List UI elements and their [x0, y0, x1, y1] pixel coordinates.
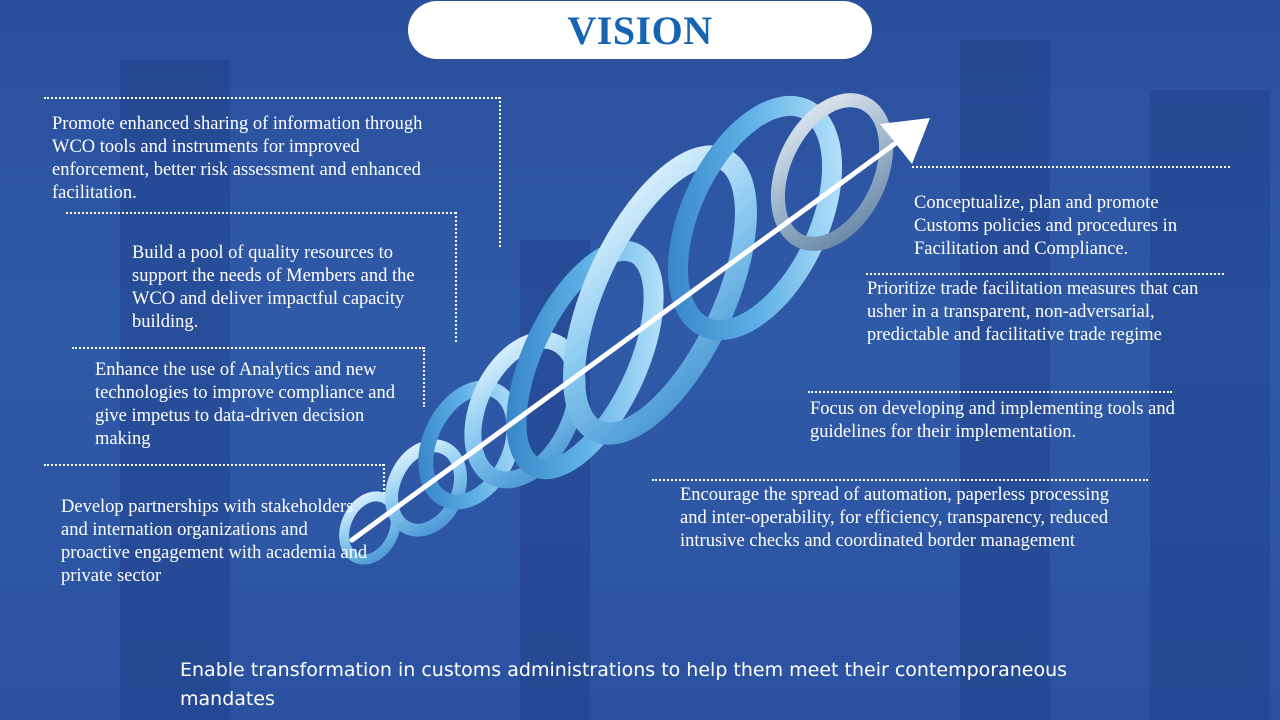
ring — [770, 93, 894, 251]
leader-line — [44, 464, 384, 466]
leader-line — [383, 464, 385, 494]
leader-line — [866, 273, 1224, 275]
left-item-2: Build a pool of quality resources to sup… — [132, 243, 415, 332]
right-item-3: Focus on developing and implementing too… — [810, 399, 1175, 442]
background-building — [1150, 90, 1270, 720]
ring — [339, 491, 401, 565]
vision-statement: Enable transformation in customs adminis… — [180, 659, 1068, 710]
right-item-1: Conceptualize, plan and promote Customs … — [914, 193, 1178, 259]
left-item-4: Develop partnerships with stakeholders a… — [61, 497, 368, 586]
leader-line — [652, 479, 1148, 481]
left-item-1: Promote enhanced sharing of information … — [52, 114, 423, 203]
title-banner: VISION — [408, 1, 872, 59]
ring — [464, 331, 586, 489]
left-item-3: Enhance the use of Analytics and new tec… — [95, 360, 396, 449]
ring — [418, 380, 522, 510]
leader-line — [912, 166, 1230, 168]
background-building — [120, 60, 230, 720]
ring — [506, 240, 664, 480]
leader-line — [66, 212, 456, 214]
page-title: VISION — [567, 7, 713, 53]
background-building — [960, 40, 1050, 720]
arrow-head — [880, 118, 930, 164]
leader-line — [423, 347, 425, 407]
leader-line — [499, 97, 501, 247]
leader-line — [44, 97, 500, 99]
right-item-2: Prioritize trade facilitation measures t… — [867, 279, 1199, 345]
leader-line — [455, 212, 457, 342]
arrow-shaft — [349, 137, 903, 543]
leader-line — [808, 391, 1172, 393]
leader-line — [72, 347, 424, 349]
right-item-4: Encourage the spread of automation, pape… — [680, 485, 1109, 551]
